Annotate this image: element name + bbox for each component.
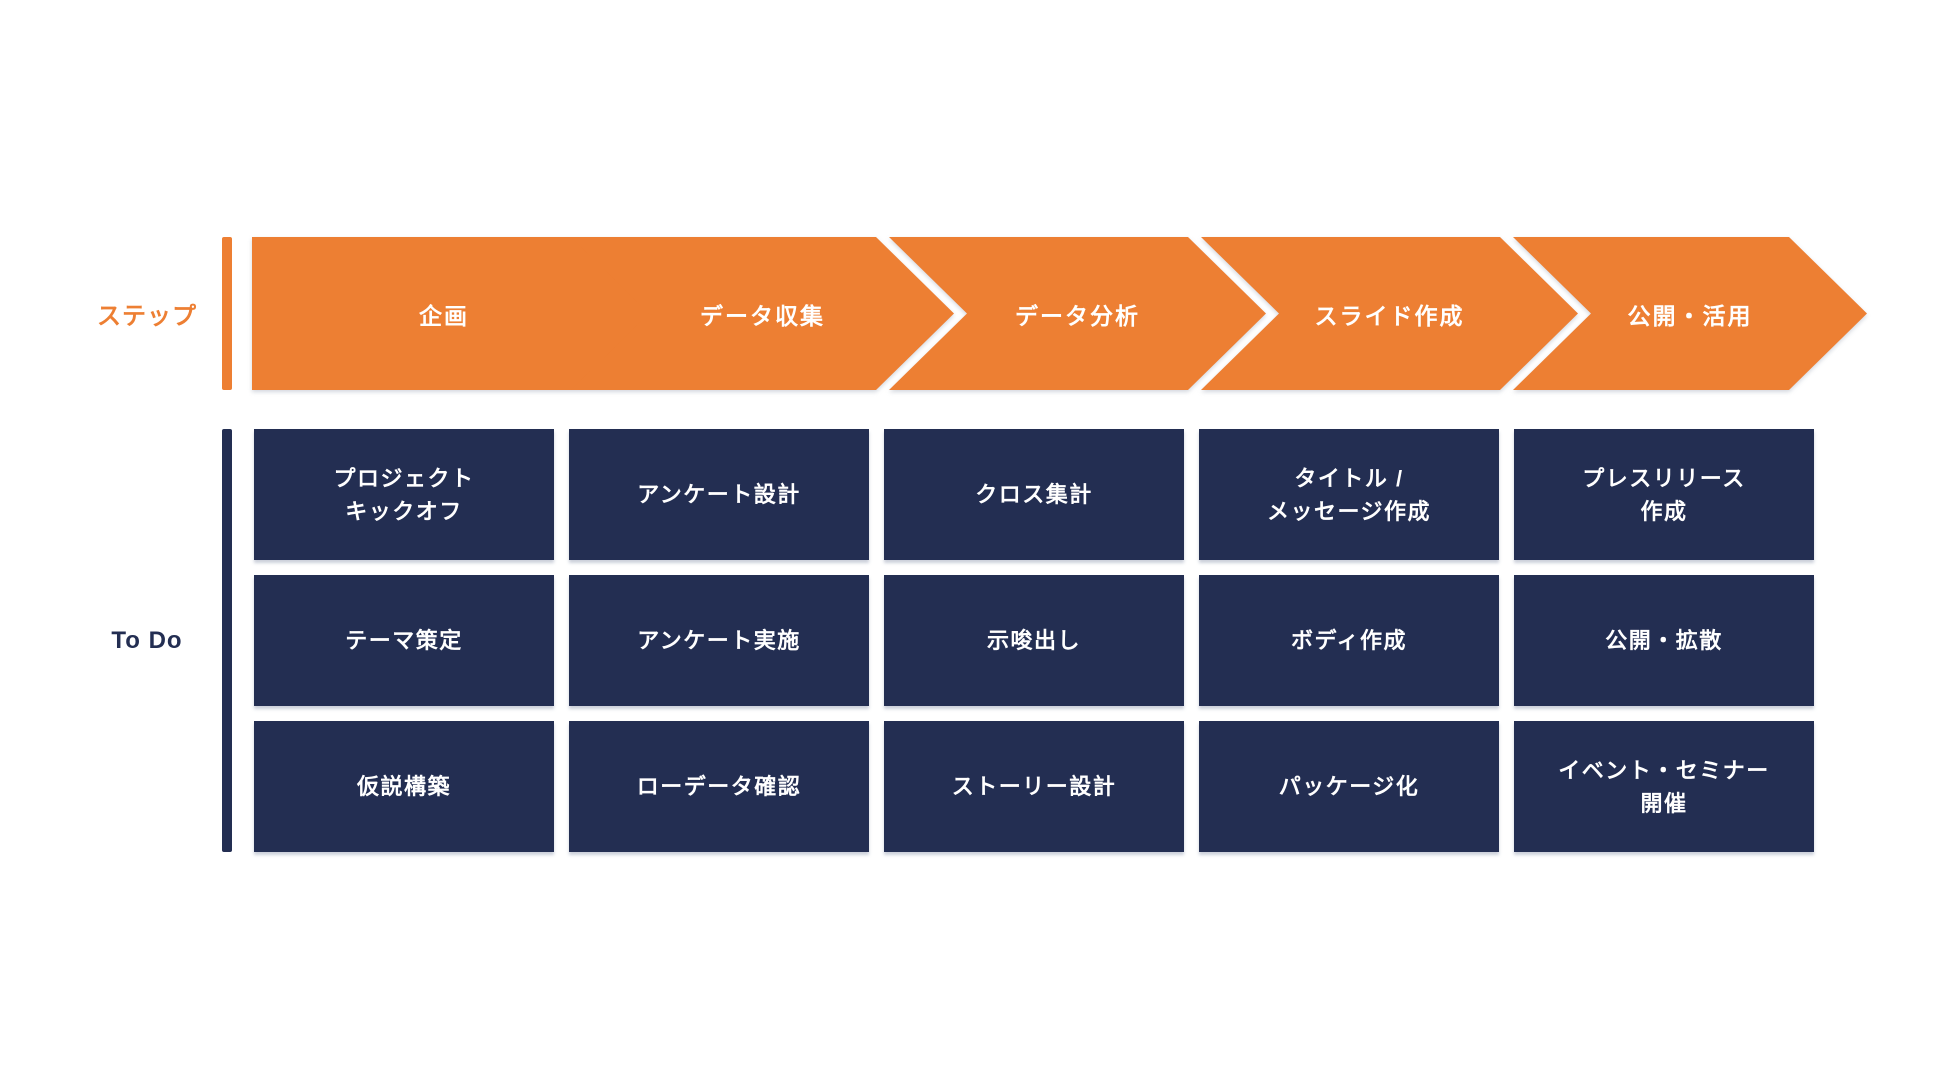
todo-cell: アンケート設計 [569, 429, 869, 560]
todo-row-label: To Do [111, 626, 183, 654]
todo-cell: プレスリリース 作成 [1514, 429, 1814, 560]
step-chevron-slide-creation: スライド作成 [1201, 237, 1578, 390]
todo-cell: プロジェクト キックオフ [254, 429, 554, 560]
todo-cell: ストーリー設計 [884, 721, 1184, 852]
todo-cell: パッケージ化 [1199, 721, 1499, 852]
todo-cell: テーマ策定 [254, 575, 554, 706]
todo-cell: 示唆出し [884, 575, 1184, 706]
todo-cell: タイトル / メッセージ作成 [1199, 429, 1499, 560]
todo-accent-bar [222, 429, 232, 852]
todo-cell: クロス集計 [884, 429, 1184, 560]
step-chevron-band: 企画 データ収集 データ分析 スライド作成 公開・活用 [252, 237, 1867, 390]
todo-cell: 公開・拡散 [1514, 575, 1814, 706]
todo-cell: ボディ作成 [1199, 575, 1499, 706]
todo-grid: プロジェクト キックオフ アンケート設計 クロス集計 タイトル / メッセージ作… [254, 429, 1814, 852]
steps-accent-bar [222, 237, 232, 390]
steps-row-label: ステップ [97, 303, 197, 330]
todo-cell: イベント・セミナー 開催 [1514, 721, 1814, 852]
todo-cell: アンケート実施 [569, 575, 869, 706]
todo-cell: 仮説構築 [254, 721, 554, 852]
todo-cell: ローデータ確認 [569, 721, 869, 852]
